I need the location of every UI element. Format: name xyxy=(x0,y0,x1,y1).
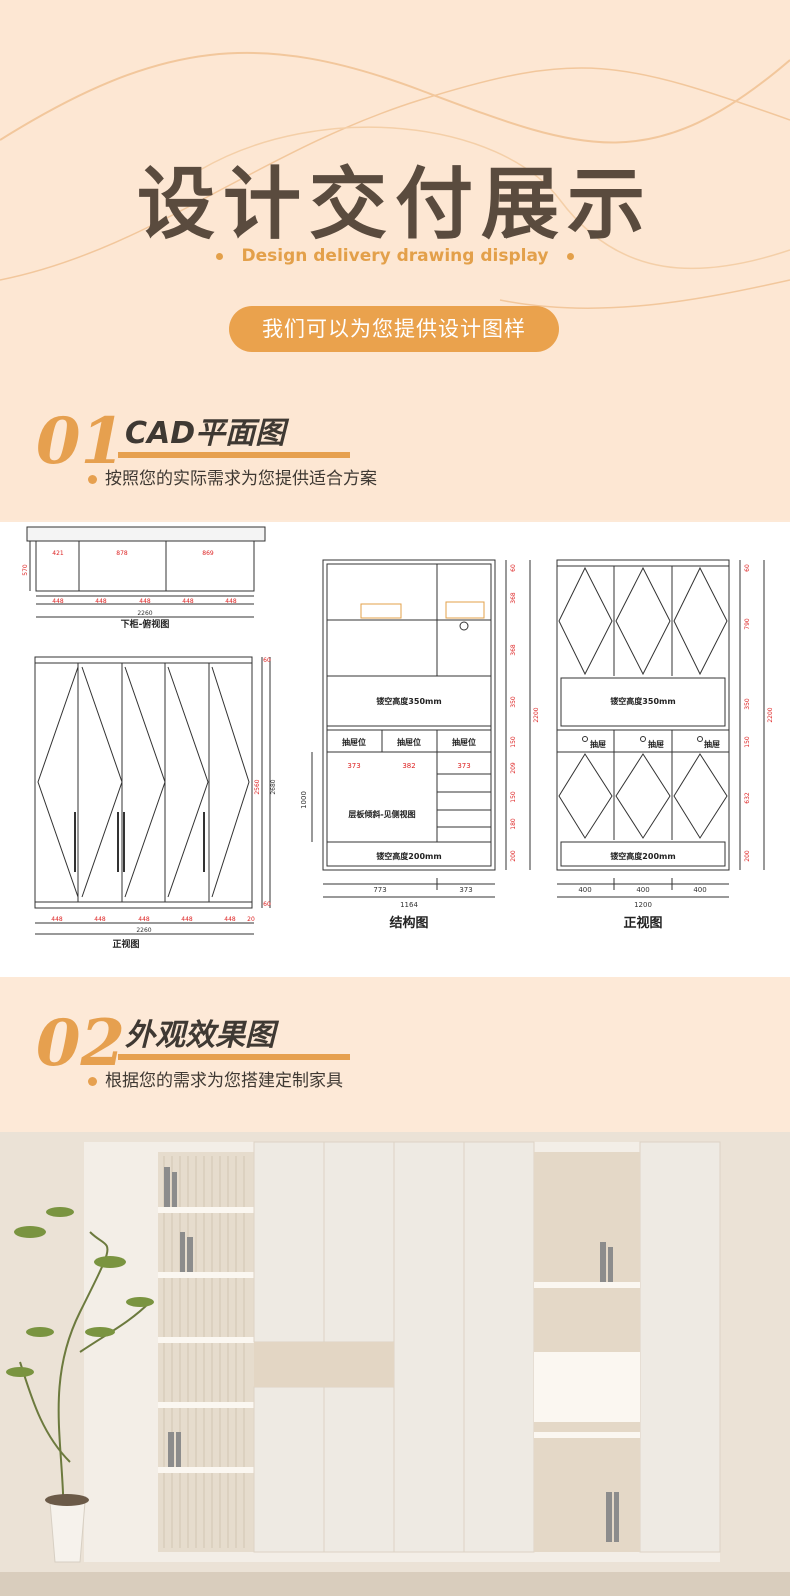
elevation-bottom-seg-2: 400 xyxy=(636,886,649,894)
front-left-dim-top: 60 xyxy=(263,657,271,664)
section-title: CAD平面图 xyxy=(125,416,286,451)
cad-drawings-panel: 421 878 869 570 448 448 448 448 448 2260… xyxy=(0,522,790,977)
section-description-text: 根据您的需求为您搭建定制家具 xyxy=(105,1071,343,1091)
structure-dim-7: 150 xyxy=(510,791,517,803)
section-title: 外观效果图 xyxy=(125,1018,275,1053)
structure-drawer-width-1: 373 xyxy=(347,762,360,770)
structure-bottom-seg-1: 773 xyxy=(373,886,386,894)
top-view-inner-2: 878 xyxy=(116,550,128,557)
elevation-bottom-seg-3: 400 xyxy=(693,886,706,894)
front-left-seg-2: 448 xyxy=(94,916,106,923)
structure-dim-3: 368 xyxy=(510,644,517,656)
section-underline xyxy=(118,452,350,458)
elevation-dim-4: 150 xyxy=(744,736,751,748)
elevation-view-drawing: 镂空高度350mm 抽屉 抽屉 抽屉 镂空高度200mm 60 790 350 … xyxy=(556,559,774,931)
structure-caption: 结构图 xyxy=(389,915,428,931)
section-header-cad: 01 CAD平面图 按照您的实际需求为您提供适合方案 xyxy=(0,406,790,506)
structure-shelf-note: 层板倾斜-见侧视图 xyxy=(347,809,415,819)
bullet-dot-right xyxy=(566,252,574,260)
top-view-seg-2: 448 xyxy=(95,598,107,605)
elevation-drawer-3: 抽屉 xyxy=(704,739,720,749)
front-left-dim-total: 2680 xyxy=(270,779,277,794)
section-number: 01 xyxy=(36,404,126,479)
top-view-seg-4: 448 xyxy=(182,598,194,605)
elevation-bottom-seg-1: 400 xyxy=(578,886,591,894)
section-header-render: 02 外观效果图 根据您的需求为您搭建定制家具 xyxy=(0,1008,790,1108)
structure-dim-4: 350 xyxy=(510,696,517,708)
structure-dim-2: 368 xyxy=(510,592,517,604)
structure-bottom-total: 1164 xyxy=(400,901,418,909)
front-left-dim-bottom: 60 xyxy=(263,901,271,908)
top-view-inner-1: 421 xyxy=(52,550,64,557)
top-view-caption: 下柜-俯视图 xyxy=(121,618,170,630)
structure-total-height: 2200 xyxy=(533,707,540,722)
elevation-dim-1: 60 xyxy=(744,564,751,572)
cad-drawing: 421 878 869 570 448 448 448 448 448 2260… xyxy=(22,526,774,950)
front-left-seg-1: 448 xyxy=(51,916,63,923)
top-view-seg-5: 448 xyxy=(225,598,237,605)
elevation-dim-3: 350 xyxy=(744,698,751,710)
structure-bottom-seg-2: 373 xyxy=(459,886,472,894)
service-pill: 我们可以为您提供设计图样 xyxy=(229,306,559,352)
top-view-seg-3: 448 xyxy=(139,598,151,605)
front-left-total: 2260 xyxy=(136,927,151,934)
top-view-depth: 570 xyxy=(22,564,29,576)
elevation-caption: 正视图 xyxy=(623,915,662,931)
front-left-seg-6: 20 xyxy=(247,916,255,923)
structure-drawer-3: 抽屉位 xyxy=(452,737,476,747)
structure-left-dim: 1000 xyxy=(300,791,308,809)
structure-dim-6: 209 xyxy=(510,762,517,774)
decorative-curves xyxy=(0,51,790,310)
front-left-seg-3: 448 xyxy=(138,916,150,923)
subtitle-text: Design delivery drawing display xyxy=(241,246,549,266)
structure-dim-1: 60 xyxy=(510,564,517,572)
front-left-caption: 正视图 xyxy=(112,938,139,950)
front-left-dim-mid: 2560 xyxy=(254,779,261,794)
structure-drawer-width-2: 382 xyxy=(402,762,415,770)
top-view-total: 2260 xyxy=(137,610,152,617)
elevation-drawer-1: 抽屉 xyxy=(590,739,606,749)
page-subtitle: Design delivery drawing display xyxy=(0,246,790,266)
structure-view-drawing: 镂空高度350mm 抽屉位 抽屉位 抽屉位 373 382 373 层板倾斜-见… xyxy=(300,559,540,931)
elevation-bottom-total: 1200 xyxy=(634,901,652,909)
section-description: 按照您的实际需求为您提供适合方案 xyxy=(88,466,377,492)
structure-open2-label: 镂空高度200mm xyxy=(376,851,441,861)
top-view-drawing: 421 878 869 570 448 448 448 448 448 2260… xyxy=(22,526,266,630)
cabinet-render-image xyxy=(0,1132,790,1596)
hero-banner: 设计交付展示 Design delivery drawing display 我… xyxy=(0,0,790,520)
structure-open1-label: 镂空高度350mm xyxy=(376,696,441,706)
section-description: 根据您的需求为您搭建定制家具 xyxy=(88,1068,343,1094)
elevation-dim-5: 632 xyxy=(744,792,751,804)
page-title: 设计交付展示 xyxy=(136,159,653,250)
structure-dim-5: 150 xyxy=(510,736,517,748)
elevation-open1-label: 镂空高度350mm xyxy=(610,696,675,706)
bullet-icon xyxy=(88,1076,97,1086)
front-view-left-drawing: 60 2560 2680 60 448 448 448 448 448 20 2… xyxy=(34,656,277,950)
cabinet-render-illustration xyxy=(0,1132,790,1596)
elevation-dim-6: 200 xyxy=(744,850,751,862)
structure-drawer-width-3: 373 xyxy=(457,762,470,770)
top-view-inner-3: 869 xyxy=(202,550,214,557)
structure-dim-8: 180 xyxy=(510,818,517,830)
elevation-open2-label: 镂空高度200mm xyxy=(610,851,675,861)
section-number: 02 xyxy=(36,1006,126,1081)
front-left-seg-4: 448 xyxy=(181,916,193,923)
elevation-dim-2: 790 xyxy=(744,618,751,630)
elevation-total-height: 2200 xyxy=(767,707,774,722)
section-underline xyxy=(118,1054,350,1060)
front-left-seg-5: 448 xyxy=(224,916,236,923)
structure-drawer-1: 抽屉位 xyxy=(342,737,366,747)
section-description-text: 按照您的实际需求为您提供适合方案 xyxy=(105,469,377,489)
structure-dim-9: 200 xyxy=(510,850,517,862)
bullet-icon xyxy=(88,474,97,484)
elevation-drawer-2: 抽屉 xyxy=(648,739,664,749)
bullet-dot-left xyxy=(216,252,224,260)
top-view-seg-1: 448 xyxy=(52,598,64,605)
structure-drawer-2: 抽屉位 xyxy=(397,737,421,747)
